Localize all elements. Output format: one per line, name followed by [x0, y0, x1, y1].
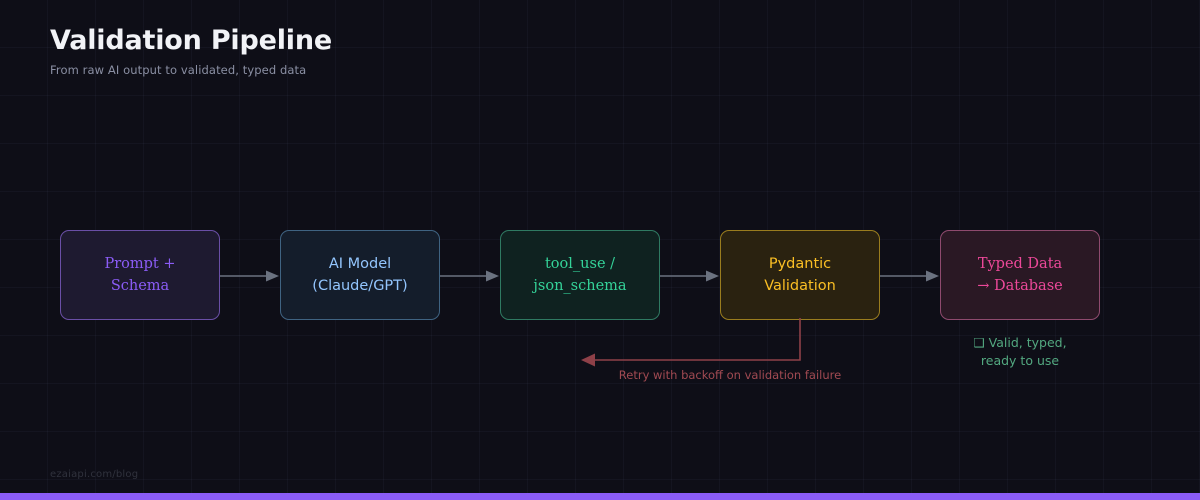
- accent-bar: [0, 493, 1200, 500]
- arrow-model-to-schema: [440, 268, 500, 284]
- arrow-schema-to-validation: [660, 268, 720, 284]
- valid-note-line2: ready to use: [980, 353, 1060, 369]
- arrow-prompt-to-model: [220, 268, 280, 284]
- header: Validation Pipeline From raw AI output t…: [50, 26, 750, 77]
- flow-node-tool-use[interactable]: tool_use / json_schema: [500, 230, 660, 320]
- flow-node-ai-model[interactable]: AI Model (Claude/GPT): [280, 230, 440, 320]
- flow-node-typed-data[interactable]: Typed Data → Database: [940, 230, 1100, 320]
- flow-node-prompt-line2: Schema: [110, 278, 170, 294]
- arrow-retry-loop: [580, 318, 810, 370]
- valid-note-text1: Valid, typed,: [988, 335, 1067, 350]
- watermark: ezaiapi.com/blog: [50, 469, 139, 480]
- arrow-validation-to-typed-data: [880, 268, 940, 284]
- flow-node-typed-data-line1: Typed Data: [977, 255, 1063, 272]
- page-title: Validation Pipeline: [50, 25, 332, 56]
- flow-node-tool-use-line2: json_schema: [533, 278, 627, 294]
- flow-node-pydantic-validation[interactable]: Pydantic Validation: [720, 230, 880, 320]
- flow-node-ai-model-line1: AI Model: [328, 255, 392, 272]
- retry-loop-label: Retry with backoff on validation failure: [618, 368, 842, 382]
- flow-node-pydantic-line2: Validation: [764, 278, 836, 294]
- valid-output-note: ❑ Valid, typed, ready to use: [940, 334, 1100, 370]
- check-icon: ❑: [973, 335, 989, 350]
- flow-node-typed-data-line2: → Database: [977, 278, 1063, 294]
- page-subtitle: From raw AI output to validated, typed d…: [50, 62, 307, 77]
- flow-node-pydantic-line1: Pydantic: [768, 255, 832, 272]
- flow-node-prompt-line1: Prompt +: [104, 255, 176, 272]
- flow-node-tool-use-line1: tool_use /: [544, 255, 616, 272]
- flow-node-prompt[interactable]: Prompt + Schema: [60, 230, 220, 320]
- flow-node-ai-model-line2: (Claude/GPT): [312, 278, 408, 294]
- valid-note-line1: ❑ Valid, typed,: [940, 334, 1100, 352]
